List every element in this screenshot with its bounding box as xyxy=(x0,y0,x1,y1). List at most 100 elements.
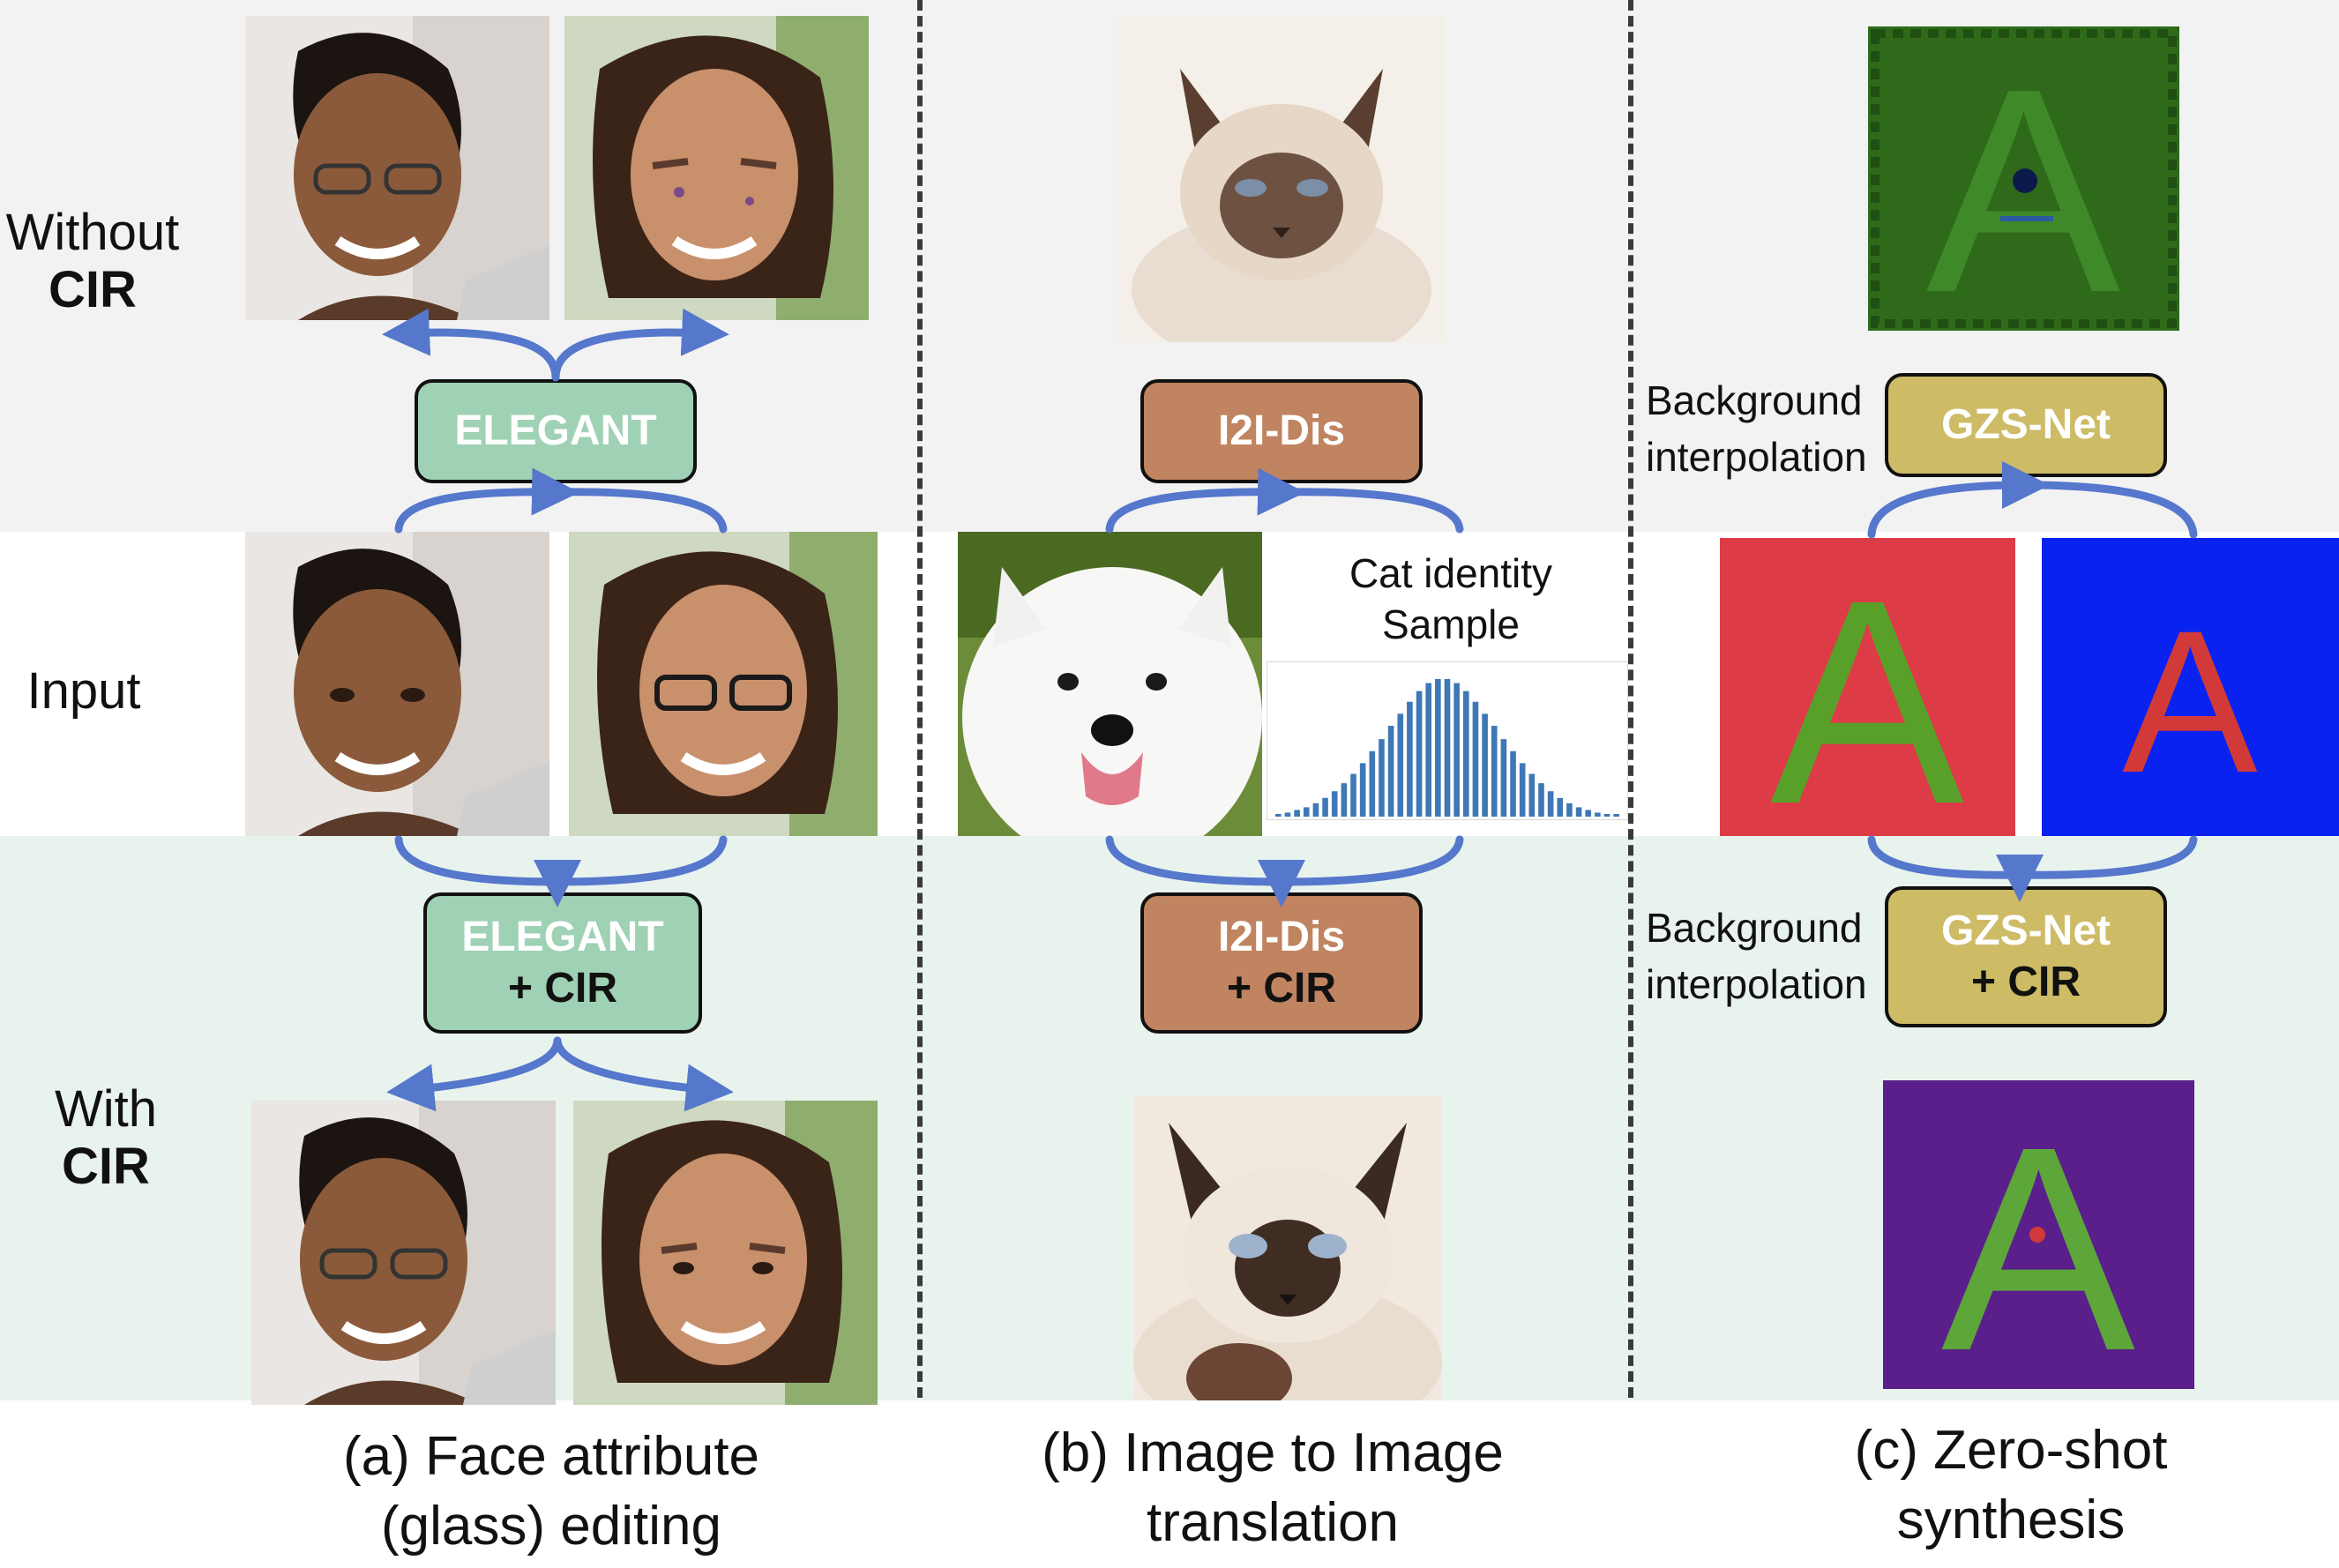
histogram-bar xyxy=(1303,807,1310,817)
caption-a: (a) Face attribute (glass) editing xyxy=(243,1422,860,1562)
face-a1-with-cir-image xyxy=(251,1101,556,1405)
letter-red-bg-input-image: A xyxy=(1720,538,2015,836)
face-a1-input-image xyxy=(245,532,549,836)
elegant-cir-box-label-1: ELEGANT xyxy=(461,914,664,961)
histogram-bar xyxy=(1387,726,1394,817)
arrow-face-a2-to-elegant-cir xyxy=(553,835,728,886)
row-label-without-cir-text: CIR xyxy=(49,260,137,318)
letter-a-glyph-3: A xyxy=(2122,588,2257,815)
gzs-net-cir-box-label-2: + CIR xyxy=(1970,959,2081,1005)
dog-input-image xyxy=(958,532,1262,836)
face-a2-without-cir-image xyxy=(564,16,869,320)
arrow-elegant-to-face-a1 xyxy=(382,308,560,382)
histogram-bar xyxy=(1369,750,1376,817)
i2i-dis-cir-box-label-1: I2I-Dis xyxy=(1217,914,1346,961)
row-label-with-cir-text: CIR xyxy=(62,1137,150,1195)
histogram-bar xyxy=(1519,763,1526,817)
arrow-elegant-to-face-a2 xyxy=(551,308,729,382)
gzs-net-cir-box: GZS-Net + CIR xyxy=(1885,886,2167,1027)
elegant-cir-box-label-2: + CIR xyxy=(507,965,618,1012)
face-a2-with-cir-image xyxy=(573,1101,878,1405)
row-label-with-cir: With CIR xyxy=(40,1080,172,1196)
row-label-with-text: With xyxy=(55,1080,157,1138)
row-label-without-cir: Without CIR xyxy=(0,204,185,319)
caption-a-line-1: (a) Face attribute xyxy=(342,1426,760,1487)
caption-c-line-1: (c) Zero-shot xyxy=(1854,1420,2168,1481)
histogram-bar xyxy=(1538,783,1544,817)
elegant-cir-box: ELEGANT + CIR xyxy=(423,892,702,1034)
histogram-bar xyxy=(1491,726,1498,817)
histogram-bar xyxy=(1350,773,1356,817)
histogram-bar xyxy=(1566,803,1573,817)
cat-without-cir-image xyxy=(1118,16,1445,342)
background-text-bottom: Background xyxy=(1646,905,1863,951)
background-interpolation-label-top: Background interpolation xyxy=(1646,372,1867,486)
histogram-bar xyxy=(1453,683,1460,817)
histogram-bar xyxy=(1294,810,1300,817)
histogram-bar xyxy=(1359,763,1366,817)
elegant-box: ELEGANT xyxy=(415,379,697,483)
gzs-net-box-label: GZS-Net xyxy=(1941,401,2111,449)
arrow-elegant-cir-to-face-a2 xyxy=(553,1036,734,1112)
histogram-bar xyxy=(1603,813,1610,817)
cat-identity-text: Cat identity xyxy=(1349,550,1553,596)
caption-c: (c) Zero-shot synthesis xyxy=(1702,1415,2320,1556)
histogram-bar xyxy=(1595,812,1601,817)
sample-text: Sample xyxy=(1382,601,1520,647)
elegant-box-label: ELEGANT xyxy=(454,407,657,455)
histogram-bar xyxy=(1585,810,1592,817)
i2i-dis-cir-box: I2I-Dis + CIR xyxy=(1140,892,1423,1034)
column-divider-2 xyxy=(1628,0,1633,1398)
histogram-bar xyxy=(1613,813,1619,817)
caption-b-line-2: translation xyxy=(1146,1492,1400,1554)
histogram-bar xyxy=(1547,791,1554,817)
row-label-input-text: Input xyxy=(26,662,141,720)
histogram-bar xyxy=(1510,750,1516,817)
gzs-net-cir-box-label-1: GZS-Net xyxy=(1941,907,2111,955)
letter-a-glyph-2: A xyxy=(1770,539,1966,836)
arrow-blue-a-to-gzs-net xyxy=(2021,481,2198,539)
arrow-red-a-to-gzs-net-cir xyxy=(1867,835,2024,879)
i2i-dis-box-label: I2I-Dis xyxy=(1217,407,1346,455)
i2i-dis-cir-box-label-2: + CIR xyxy=(1226,965,1337,1012)
i2i-dis-box: I2I-Dis xyxy=(1140,379,1423,483)
letter-without-cir-image: A xyxy=(1868,26,2179,331)
histogram-bar xyxy=(1482,713,1488,817)
histogram-bar xyxy=(1322,797,1328,817)
arrow-elegant-cir-to-face-a1 xyxy=(386,1036,562,1112)
caption-c-line-2: synthesis xyxy=(1896,1490,2126,1551)
arrow-dog-to-i2i-dis-cir xyxy=(1105,835,1286,886)
column-divider-1 xyxy=(917,0,923,1398)
caption-b: (b) Image to Image translation xyxy=(964,1418,1581,1558)
arrow-blue-a-to-gzs-net-cir xyxy=(2015,835,2198,879)
caption-a-line-2: (glass) editing xyxy=(381,1496,721,1557)
histogram-bar xyxy=(1500,739,1507,817)
arrow-face-a2-input-to-elegant xyxy=(551,488,728,534)
face-a2-input-image xyxy=(569,532,878,836)
letter-blue-bg-input-image: A xyxy=(2042,538,2339,836)
interpolation-text-bottom: interpolation xyxy=(1646,961,1867,1008)
histogram-bar xyxy=(1397,713,1404,817)
histogram-bar xyxy=(1575,807,1582,817)
arrow-sample-to-i2i-dis-cir xyxy=(1277,835,1464,886)
caption-b-line-1: (b) Image to Image xyxy=(1042,1422,1504,1483)
histogram-bar xyxy=(1472,701,1479,817)
histogram-bar xyxy=(1528,773,1536,817)
cat-identity-sample-label: Cat identity Sample xyxy=(1323,549,1579,650)
background-text-top: Background xyxy=(1646,377,1863,423)
interpolation-text-top: interpolation xyxy=(1646,434,1867,481)
histogram-bar xyxy=(1341,783,1348,817)
arrow-face-a1-input-to-elegant xyxy=(394,467,579,534)
arrow-red-a-to-gzs-net xyxy=(1867,461,2050,539)
histogram-bar xyxy=(1557,797,1564,817)
histogram-bar xyxy=(1275,813,1282,817)
histogram-bar xyxy=(1284,812,1291,817)
histogram-bar xyxy=(1444,679,1451,817)
histogram-bar xyxy=(1425,683,1432,817)
arrow-face-a1-to-elegant-cir xyxy=(394,835,562,886)
arrow-sample-to-i2i-dis xyxy=(1277,488,1464,534)
row-label-input: Input xyxy=(9,662,159,721)
histogram-bar xyxy=(1462,691,1469,817)
background-interpolation-label-bottom: Background interpolation xyxy=(1646,900,1867,1013)
